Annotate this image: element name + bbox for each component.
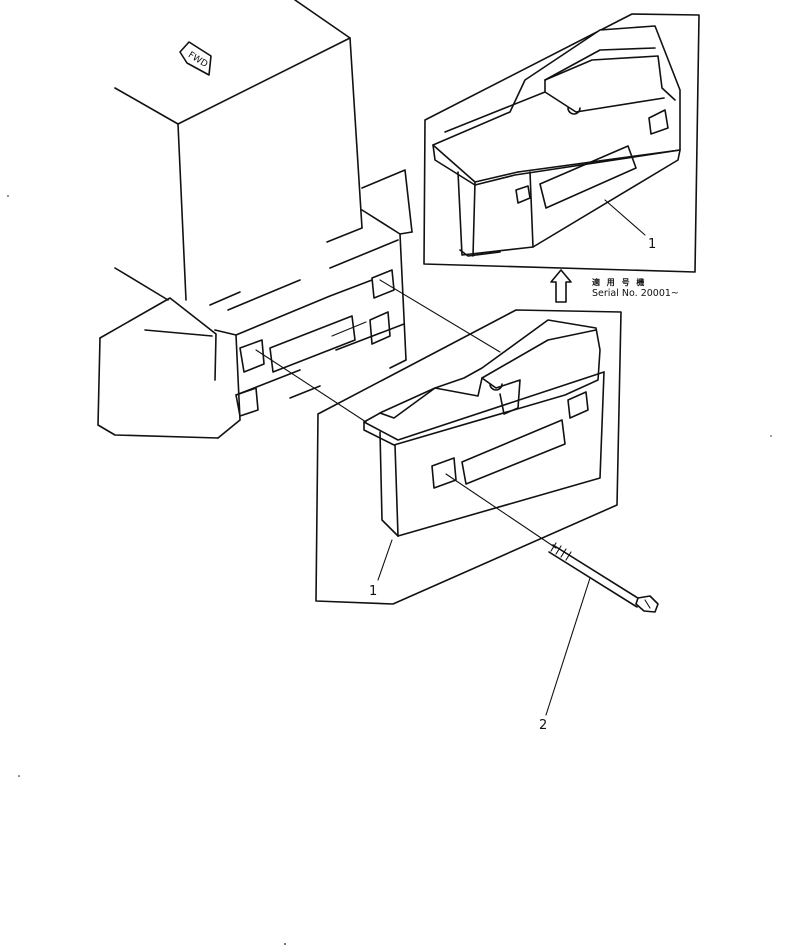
serial-note-heading: 適 用 号 機 (592, 277, 646, 287)
scan-specks (7, 195, 772, 945)
serial-note-serial: Serial No. 20001~ (592, 288, 679, 299)
machine-body: FWD (97, 0, 413, 439)
assembly-lines (255, 279, 557, 549)
serial-note: 適 用 号 機 Serial No. 20001~ (592, 277, 679, 299)
counterweight-variant (432, 25, 681, 257)
lower-inset-frame (315, 309, 622, 605)
counterweight-part-1 (363, 319, 605, 581)
bolt-part-2 (545, 542, 659, 716)
callout-part2: 2 (539, 718, 547, 733)
callout-part1-lower: 1 (369, 584, 377, 599)
fwd-arrow-icon: FWD (179, 41, 212, 76)
callout-part1-upper: 1 (648, 237, 656, 252)
up-arrow-icon (550, 269, 572, 303)
